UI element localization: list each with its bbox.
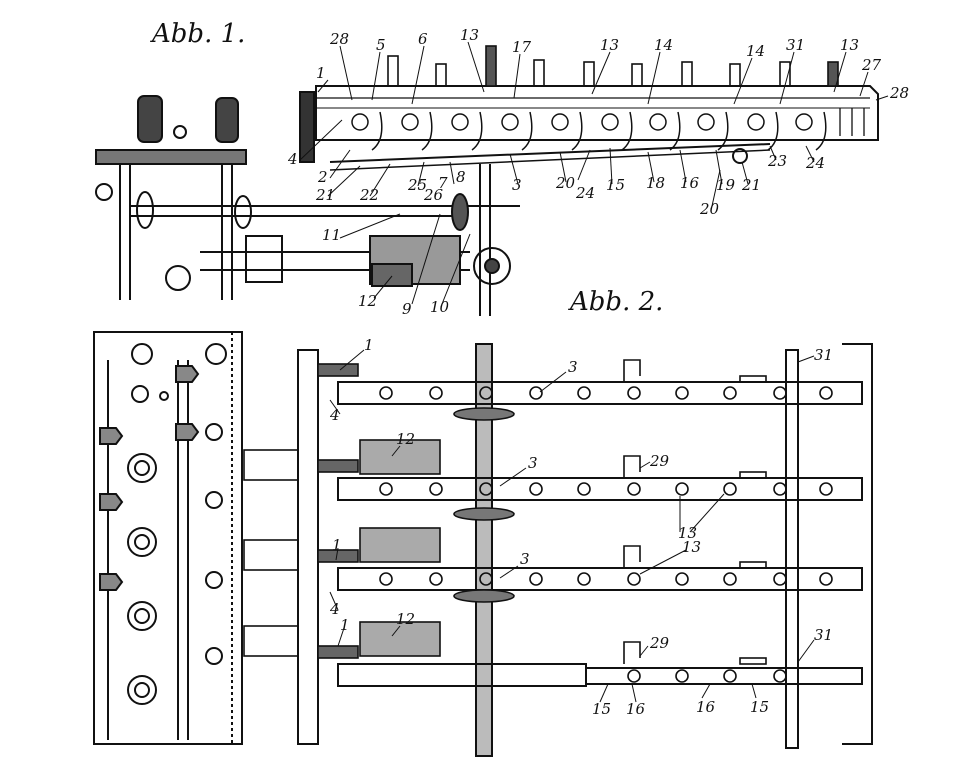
figure-2: Abb. 2.	[93, 287, 873, 757]
fig2-label: 29	[649, 634, 670, 652]
fig1-label: 20	[699, 200, 720, 218]
fig1-label: 3	[512, 176, 522, 194]
fig1-label: 14	[654, 36, 673, 54]
key-posts	[387, 45, 839, 87]
fig1-label: 15	[606, 176, 625, 194]
fig2-label: 1	[340, 616, 350, 634]
fig2-label: 12	[396, 430, 415, 448]
fig1-label: 20	[555, 174, 576, 192]
fig1-label: 26	[423, 186, 444, 204]
fig2-label: 1	[364, 336, 374, 354]
fig1-label: 21	[741, 176, 761, 194]
figure-2-title: Abb. 2.	[568, 287, 663, 317]
frame-columns	[297, 343, 873, 757]
fig2-label: 12	[396, 610, 415, 628]
fig1-label: 17	[512, 38, 532, 56]
fig1-label: 12	[358, 292, 377, 310]
fig2-label: 4	[329, 406, 340, 424]
fig1-label: 28	[329, 30, 349, 48]
fig1-label: 7	[438, 174, 448, 192]
fig2-label: 15	[750, 698, 769, 716]
fig1-label: 11	[322, 226, 341, 244]
fig1-label: 5	[376, 36, 386, 54]
fig1-label: 22	[359, 186, 379, 204]
fig1-label: 23	[767, 152, 787, 170]
fig2-label: 13	[682, 538, 701, 556]
fig1-label: 13	[460, 26, 479, 44]
key-disks	[351, 113, 813, 131]
fig2-label: 3	[528, 454, 538, 472]
fig1-label: 14	[746, 42, 765, 60]
fig1-label: 2	[317, 168, 328, 186]
fig1-label: 8	[456, 168, 466, 186]
fig1-label: 24	[805, 154, 825, 172]
fig1-label: 13	[600, 36, 619, 54]
fig2-label: 4	[329, 600, 340, 618]
fig2-label: 3	[520, 550, 530, 568]
fig2-label: 13	[678, 524, 697, 542]
fig1-label: 13	[840, 36, 859, 54]
key-frame-assembly	[299, 45, 879, 171]
fig1-label: 24	[575, 184, 595, 202]
key-bars	[337, 381, 863, 687]
fig1-label: 1	[316, 64, 326, 82]
fig1-label: 25	[407, 176, 427, 194]
fig2-label: 1	[332, 536, 342, 554]
fig1-label: 16	[680, 174, 700, 192]
fig1-label: 10	[430, 298, 450, 316]
figure-1: Abb. 1.	[95, 19, 909, 318]
bar-holes	[379, 386, 833, 683]
rack-gears	[243, 363, 515, 659]
fig2-label: 3	[568, 358, 578, 376]
fig2-label: 31	[814, 626, 833, 644]
hook-levers	[371, 111, 827, 151]
fig2-label: 16	[696, 698, 716, 716]
fig2-label: 16	[626, 700, 646, 718]
drive-mechanism	[95, 95, 520, 316]
fig1-label: 18	[646, 174, 665, 192]
figure-1-labels: 28 5 6 13 17 13 14 14 31 13 27 28 1 4 2 …	[287, 26, 909, 318]
fig1-label: 27	[861, 56, 882, 74]
figure-2-leader-lines	[329, 349, 815, 703]
fig2-label: 29	[649, 452, 670, 470]
fig1-label: 4	[287, 150, 298, 168]
figure-1-leader-lines	[299, 41, 889, 305]
fig1-label: 28	[889, 84, 909, 102]
fig1-label: 19	[716, 176, 736, 194]
fig2-label: 31	[814, 346, 833, 364]
figure-1-title: Abb. 1.	[150, 19, 245, 49]
fig1-label: 9	[402, 300, 412, 318]
fig1-label: 31	[786, 36, 805, 54]
figure-2-labels: 1 3 31 4 12 3 29 13 13 1 3 4 12 29 1 31 …	[329, 336, 833, 718]
fig1-label: 21	[315, 186, 335, 204]
springs	[623, 359, 767, 665]
fig1-label: 6	[418, 30, 428, 48]
left-panel	[93, 331, 243, 745]
fig2-label: 15	[592, 700, 611, 718]
